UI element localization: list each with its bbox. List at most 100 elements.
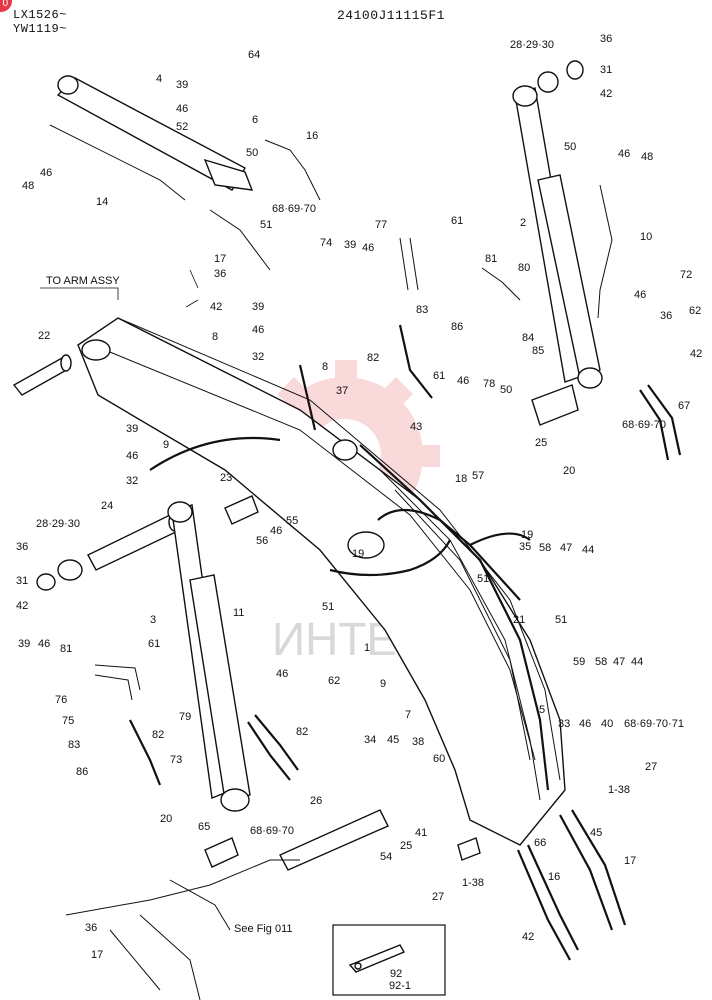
part-callout: 17 bbox=[214, 253, 226, 265]
part-callout: 65 bbox=[198, 821, 210, 833]
part-callout: 78 bbox=[483, 378, 495, 390]
part-callout: 51 bbox=[322, 601, 334, 613]
part-callout: 46 bbox=[270, 525, 282, 537]
part-callout: 50 bbox=[246, 147, 258, 159]
part-callout: 17 bbox=[91, 949, 103, 961]
part-callout: 46 bbox=[40, 167, 52, 179]
part-callout: 42 bbox=[210, 301, 222, 313]
part-callout: 16 bbox=[548, 871, 560, 883]
part-callout: 82 bbox=[152, 729, 164, 741]
part-callout: 31 bbox=[16, 575, 28, 587]
part-callout: 75 bbox=[62, 715, 74, 727]
part-callout: 47 bbox=[560, 542, 572, 554]
part-callout: 1 bbox=[364, 642, 370, 654]
part-callout: 25 bbox=[400, 840, 412, 852]
part-callout: 20 bbox=[563, 465, 575, 477]
part-callout: 9 bbox=[380, 678, 386, 690]
part-callout: 62 bbox=[689, 305, 701, 317]
part-callout: 72 bbox=[680, 269, 692, 281]
part-callout: 52 bbox=[176, 121, 188, 133]
part-callout: 10 bbox=[640, 231, 652, 243]
part-callout: 68·69·70 bbox=[272, 203, 316, 215]
part-callout: 59 bbox=[573, 656, 585, 668]
part-callout: 36 bbox=[660, 310, 672, 322]
part-callout: 39 bbox=[252, 301, 264, 313]
part-callout: 20 bbox=[160, 813, 172, 825]
part-callout: 48 bbox=[22, 180, 34, 192]
part-callout: 27 bbox=[645, 761, 657, 773]
part-callout: 81 bbox=[60, 643, 72, 655]
part-callout: 36 bbox=[16, 541, 28, 553]
see-fig-note: See Fig 011 bbox=[234, 923, 293, 935]
part-callout: 46 bbox=[252, 324, 264, 336]
part-callout: 60 bbox=[433, 753, 445, 765]
part-callout: 3 bbox=[150, 614, 156, 626]
part-callout: 24 bbox=[101, 500, 113, 512]
part-callout: 6 bbox=[252, 114, 258, 126]
part-callout: 18 bbox=[455, 473, 467, 485]
part-callout: 44 bbox=[631, 656, 643, 668]
part-callout: 42 bbox=[522, 931, 534, 943]
part-callout: 74 bbox=[320, 237, 332, 249]
part-callout: 46 bbox=[579, 718, 591, 730]
part-callout: 50 bbox=[564, 141, 576, 153]
part-callout: 92-1 bbox=[389, 980, 411, 992]
arm-cylinder bbox=[49, 75, 321, 271]
part-callout: 45 bbox=[387, 734, 399, 746]
part-callout: 40 bbox=[601, 718, 613, 730]
part-callout: 1-38 bbox=[608, 784, 630, 796]
part-callout: 8 bbox=[322, 361, 328, 373]
part-callout: 46 bbox=[362, 242, 374, 254]
part-callout: 26 bbox=[310, 795, 322, 807]
part-callout: 81 bbox=[485, 253, 497, 265]
part-callout: 5 bbox=[539, 704, 545, 716]
part-callout: 68·69·70 bbox=[250, 825, 294, 837]
part-callout: 2 bbox=[520, 217, 526, 229]
part-callout: 28·29·30 bbox=[510, 39, 554, 51]
part-callout: 9 bbox=[163, 439, 169, 451]
part-callout: 19 bbox=[521, 529, 533, 541]
drawing-code: 24100J11115F1 bbox=[337, 8, 445, 23]
part-callout: 79 bbox=[179, 711, 191, 723]
part-callout: 14 bbox=[96, 196, 108, 208]
part-callout: 27 bbox=[432, 891, 444, 903]
part-callout: 11 bbox=[233, 607, 244, 619]
part-callout: 61 bbox=[451, 215, 463, 227]
part-callout: 68·69·70 bbox=[622, 419, 666, 431]
base-frame bbox=[65, 859, 300, 1000]
part-callout: 25 bbox=[535, 437, 547, 449]
part-callout: 43 bbox=[410, 421, 422, 433]
part-callout: 36 bbox=[85, 922, 97, 934]
part-callout: 37 bbox=[336, 385, 348, 397]
part-callout: 4 bbox=[156, 73, 162, 85]
part-callout: 83 bbox=[68, 739, 80, 751]
part-callout: 62 bbox=[328, 675, 340, 687]
part-callout: 16 bbox=[306, 130, 318, 142]
part-callout: 19 bbox=[352, 548, 364, 560]
boom-cylinder-left bbox=[36, 501, 251, 812]
part-callout: 55 bbox=[286, 515, 298, 527]
part-callout: 31 bbox=[600, 64, 612, 76]
part-callout: 46 bbox=[457, 375, 469, 387]
part-callout: 45 bbox=[590, 827, 602, 839]
pipe-lines bbox=[94, 237, 521, 701]
part-callout: 39 bbox=[176, 79, 188, 91]
part-callout: 8 bbox=[212, 331, 218, 343]
part-callout: 67 bbox=[678, 400, 690, 412]
serial-range: LX1526~ YW1119~ bbox=[13, 8, 67, 36]
part-callout: 73 bbox=[170, 754, 182, 766]
part-callout: 44 bbox=[582, 544, 594, 556]
part-callout: 21 bbox=[513, 614, 525, 626]
part-callout: 57 bbox=[472, 470, 484, 482]
part-callout: 36 bbox=[600, 33, 612, 45]
part-callout: 76 bbox=[55, 694, 67, 706]
part-callout: 39 bbox=[18, 638, 30, 650]
part-callout: 51 bbox=[555, 614, 567, 626]
part-callout: 1-38 bbox=[462, 877, 484, 889]
part-callout: 84 bbox=[522, 332, 534, 344]
part-callout: 7 bbox=[405, 709, 411, 721]
part-callout: 86 bbox=[76, 766, 88, 778]
